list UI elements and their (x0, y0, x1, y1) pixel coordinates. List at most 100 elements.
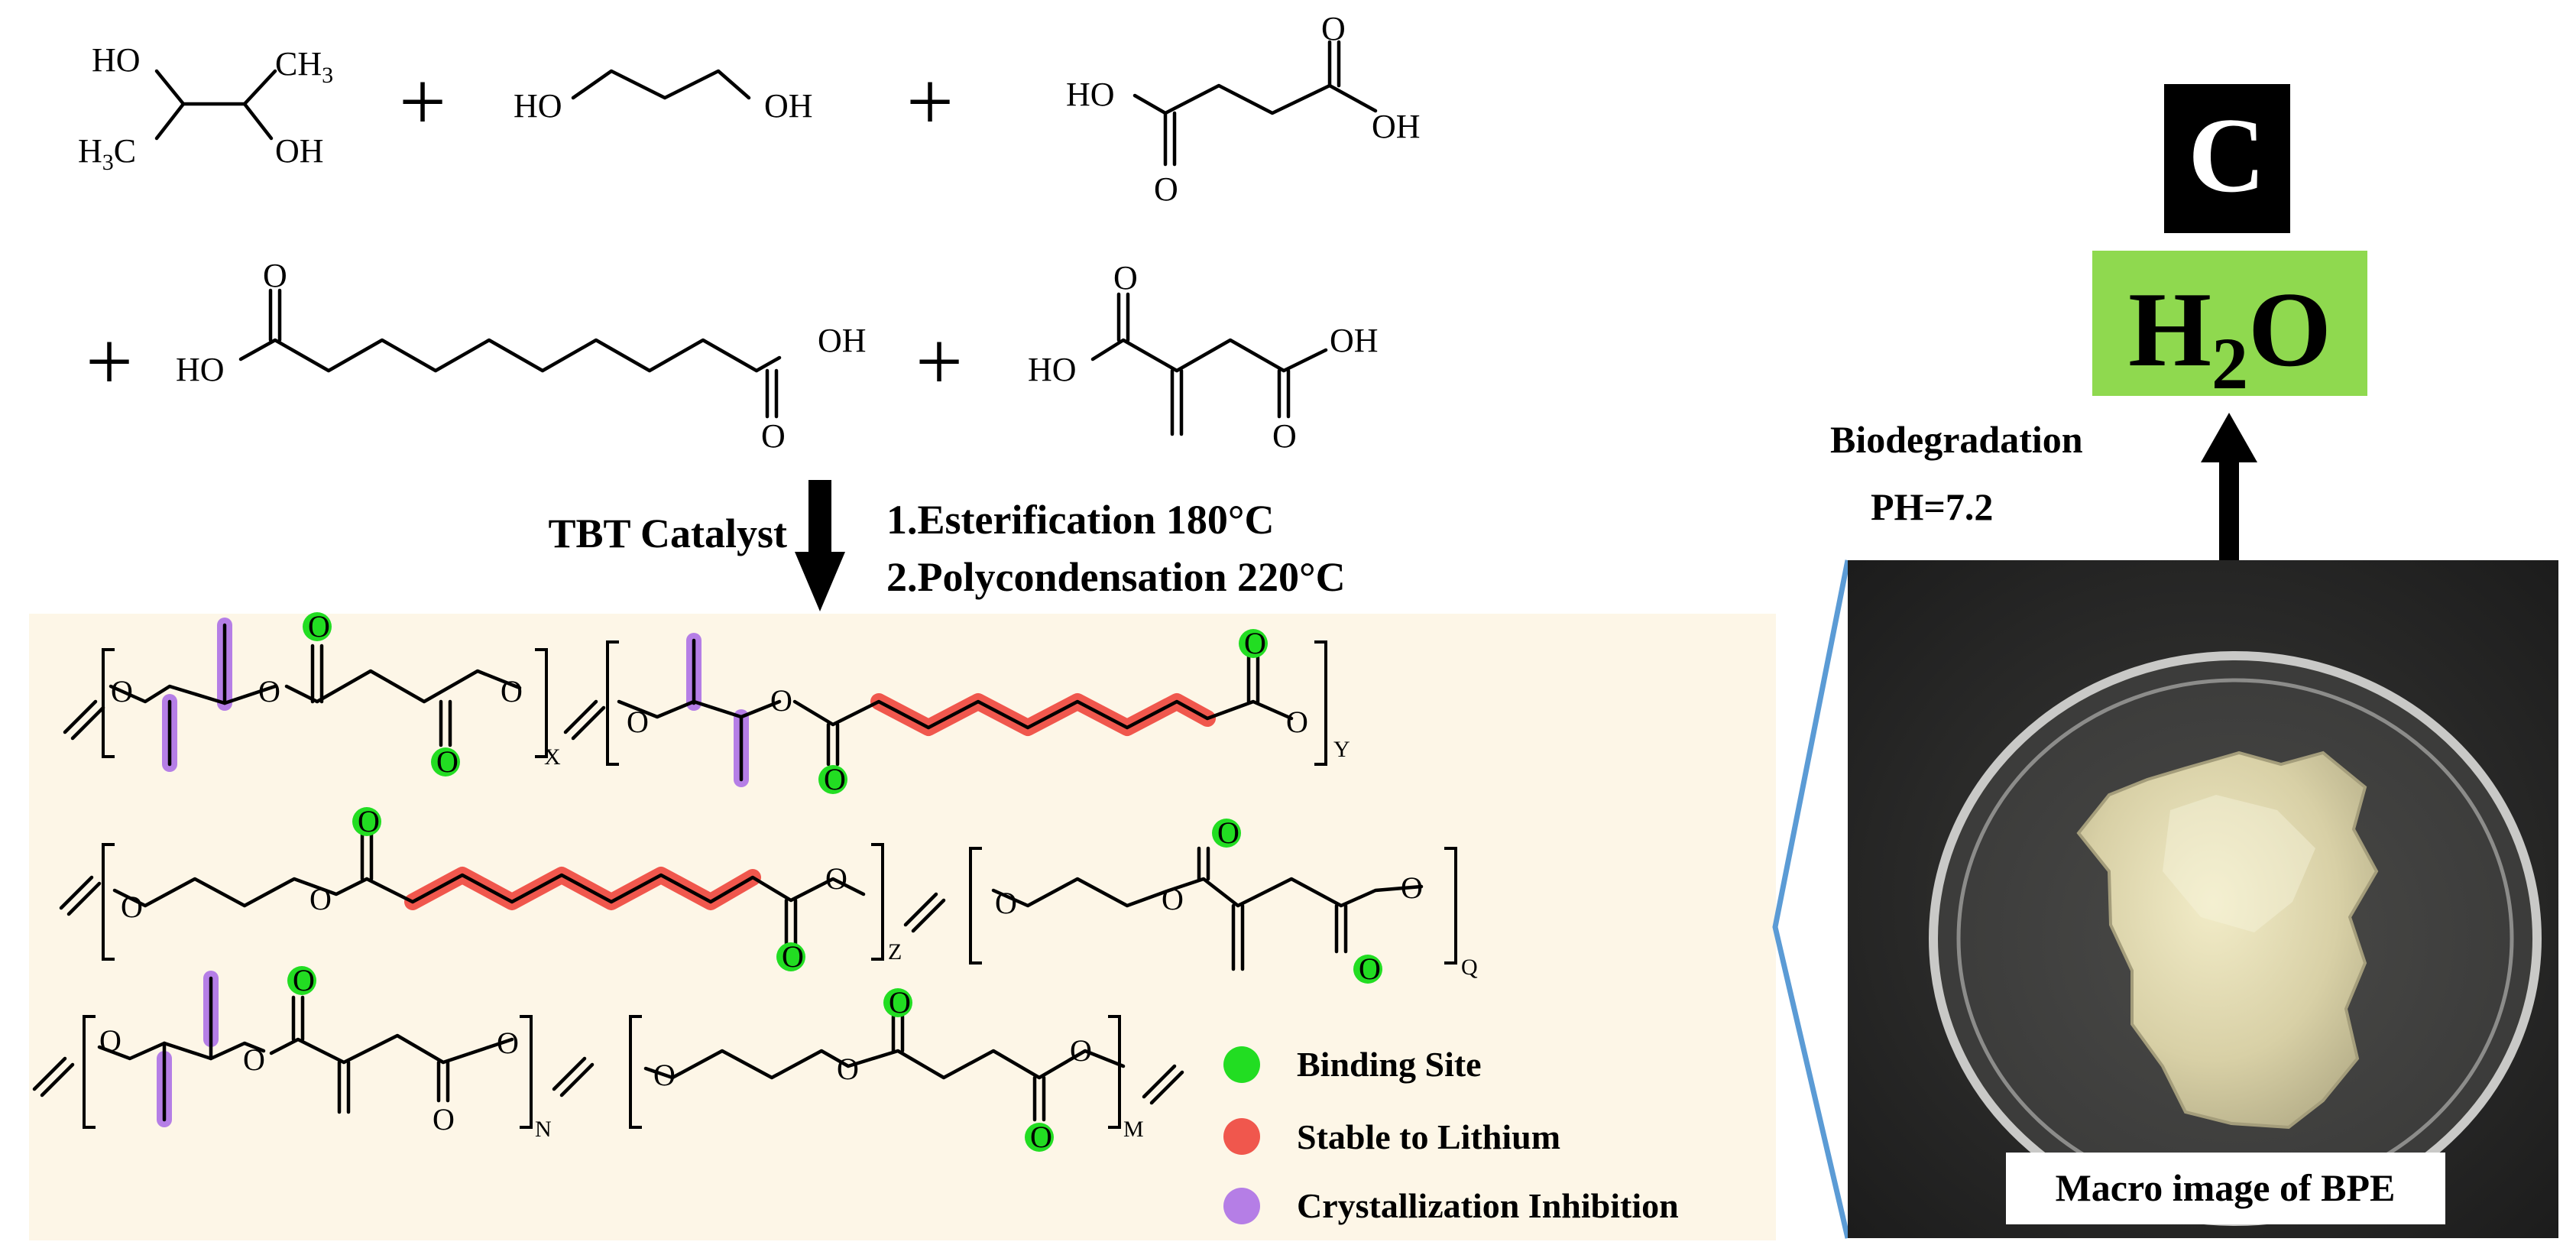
atom-label: OH (275, 132, 324, 170)
atom-label: HO (92, 41, 141, 79)
binding-site-marker (1239, 629, 1268, 658)
atom-o: O (825, 861, 847, 896)
subscript-n: N (535, 1117, 552, 1142)
subscript-m: M (1123, 1117, 1144, 1142)
reactant-sebacic-acid: HO OH O O (176, 257, 867, 455)
reaction-arrow (795, 480, 845, 611)
subscript-y: Y (1333, 737, 1350, 762)
repeat-unit-m (552, 1014, 1184, 1129)
reactant-2-3-butanediol: HO CH3 H3C OH (78, 41, 333, 175)
atom-o: O (1286, 705, 1308, 739)
atom-o: O (501, 674, 523, 708)
photo-caption-box (2006, 1153, 2445, 1224)
plus-sign: + (915, 315, 963, 408)
product-c-label: C (2188, 96, 2265, 215)
atom-o: O (1030, 1120, 1052, 1154)
atom-o: O (1359, 952, 1381, 986)
reaction-step-1: 1.Esterification 180°C (886, 497, 1275, 543)
ph-label: PH=7.2 (1871, 485, 1993, 528)
atom-o: O (837, 1052, 859, 1086)
atom-label: O (1272, 417, 1297, 455)
reactant-1-3-propanediol: HO OH (514, 69, 813, 125)
atom-o: O (258, 674, 280, 708)
biodegradation-label: Biodegradation (1830, 418, 2083, 461)
product-h2o-label: H2O (2128, 271, 2331, 404)
plus-sign: + (399, 55, 446, 148)
subscript-x: X (544, 744, 561, 770)
atom-label: CH3 (275, 45, 333, 88)
atom-o: O (358, 804, 380, 838)
reaction-step-2: 2.Polycondensation 220°C (886, 554, 1346, 600)
atom-label: HO (514, 87, 562, 125)
atom-o: O (309, 882, 332, 916)
binding-site-marker (776, 942, 805, 971)
bpe-sample (2076, 751, 2379, 1130)
atom-label: OH (1330, 322, 1379, 359)
atom-o: O (243, 1042, 265, 1077)
atom-label: OH (1372, 108, 1421, 145)
binding-site-marker (883, 988, 912, 1017)
atom-o: O (1070, 1033, 1092, 1068)
binding-site-marker (303, 612, 332, 641)
atom-o: O (782, 939, 804, 974)
photo-caption: Macro image of BPE (2056, 1166, 2396, 1209)
atom-o: O (308, 609, 330, 644)
atom-label: O (761, 417, 786, 455)
atom-o: O (1217, 815, 1239, 850)
plus-sign: + (906, 55, 954, 148)
legend-marker-crystallization-inhibition (1223, 1188, 1260, 1224)
repeat-unit-x (63, 618, 548, 772)
atom-label: O (1154, 170, 1178, 208)
atom-label: O (1113, 259, 1138, 297)
reactant-succinic-acid: HO OH O O (1066, 10, 1421, 208)
binding-site-marker (352, 807, 381, 836)
binding-site-marker (818, 765, 847, 794)
bpe-sample-highlight (2163, 795, 2315, 932)
repeat-unit-y (563, 633, 1327, 787)
atom-o: O (1162, 882, 1184, 916)
subscript-q: Q (1461, 955, 1478, 980)
atom-o: O (627, 705, 649, 739)
repeat-unit-q (903, 846, 1457, 971)
reactant-itaconic-acid: HO OH O O (1028, 259, 1379, 455)
binding-site-marker (431, 747, 460, 777)
plus-sign: + (86, 315, 133, 408)
atom-o: O (653, 1058, 676, 1092)
binding-site-marker (287, 966, 316, 995)
atom-o: O (293, 963, 315, 997)
product-c-box: C (2164, 84, 2290, 233)
atom-o: O (497, 1026, 519, 1060)
atom-label: HO (1066, 76, 1115, 113)
atom-o: O (1401, 871, 1423, 905)
atom-label: O (1321, 10, 1346, 47)
legend-label-crystallization-inhibition: Crystallization Inhibition (1297, 1186, 1679, 1225)
atom-label: O (263, 257, 287, 294)
atom-o: O (770, 683, 792, 718)
callout-wedge (1772, 559, 1851, 1239)
atom-o: O (995, 886, 1017, 920)
legend-marker-stable-to-lithium (1223, 1118, 1260, 1155)
legend: Binding Site Stable to Lithium Crystalli… (1223, 1045, 1679, 1225)
atom-o: O (433, 1102, 455, 1136)
binding-site-marker (1353, 955, 1382, 984)
atom-label: HO (1028, 351, 1077, 388)
atom-label: H3C (78, 132, 136, 175)
binding-site-marker (1212, 819, 1241, 848)
atom-o: O (99, 1023, 122, 1058)
biodegradation-arrow (2201, 413, 2257, 562)
atom-label: OH (764, 87, 813, 125)
bpe-photo: Macro image of BPE (1848, 560, 2558, 1238)
product-h2o-box: H2O (2092, 251, 2367, 404)
atom-label: HO (176, 351, 225, 388)
repeat-unit-n (32, 971, 533, 1129)
atom-label: OH (818, 322, 867, 359)
atom-o: O (824, 762, 846, 796)
subscript-z: Z (888, 939, 902, 965)
legend-label-binding-site: Binding Site (1297, 1045, 1482, 1084)
catalyst-label: TBT Catalyst (548, 511, 787, 556)
atom-o: O (436, 744, 458, 779)
binding-site-marker (1025, 1123, 1054, 1152)
legend-marker-binding-site (1223, 1046, 1260, 1083)
legend-label-stable-to-lithium: Stable to Lithium (1297, 1117, 1560, 1156)
